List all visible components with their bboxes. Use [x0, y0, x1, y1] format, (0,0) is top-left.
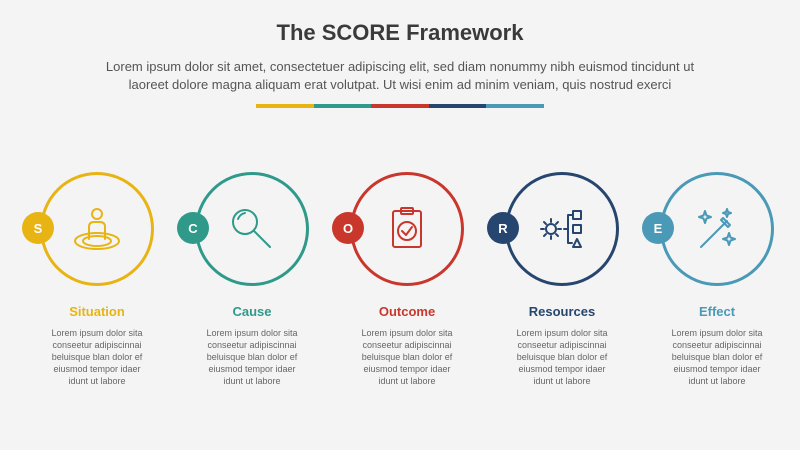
step-letter-badge: C	[177, 212, 209, 244]
step-description: Lorem ipsum dolor sita conseetur adipisc…	[347, 327, 467, 387]
step-description: Lorem ipsum dolor sita conseetur adipisc…	[502, 327, 622, 387]
step-letter-badge: S	[22, 212, 54, 244]
description-line: eiusmod tempor idaer	[208, 364, 296, 374]
step-letter-badge: R	[487, 212, 519, 244]
intro-text: Lorem ipsum dolor sit amet, consectetuer…	[40, 58, 760, 94]
description-line: Lorem ipsum dolor sita	[671, 328, 763, 338]
step-title: Situation	[69, 304, 125, 319]
description-line: eiusmod tempor idaer	[518, 364, 606, 374]
description-line: Lorem ipsum dolor sita	[51, 328, 143, 338]
title-underline	[256, 104, 544, 108]
description-line: Lorem ipsum dolor sita	[361, 328, 453, 338]
description-line: beluisque blan dolor ef	[516, 352, 608, 362]
step-title: Effect	[698, 304, 736, 319]
magnifier-icon	[226, 203, 278, 255]
underline-segment	[313, 104, 372, 108]
description-line: idunt ut labore	[68, 376, 126, 386]
description-line: conseetur adipiscinnai	[672, 340, 762, 350]
description-line: beluisque blan dolor ef	[361, 352, 453, 362]
description-line: idunt ut labore	[533, 376, 591, 386]
description-line: beluisque blan dolor ef	[206, 352, 298, 362]
step-description: Lorem ipsum dolor sita conseetur adipisc…	[657, 327, 777, 387]
step-description: Lorem ipsum dolor sita conseetur adipisc…	[192, 327, 312, 387]
description-line: Lorem ipsum dolor sita	[516, 328, 608, 338]
person-on-target-icon	[71, 203, 123, 255]
step-title: Resources	[528, 304, 596, 319]
description-line: eiusmod tempor idaer	[53, 364, 141, 374]
description-line: conseetur adipiscinnai	[517, 340, 607, 350]
step-letter-badge: E	[642, 212, 674, 244]
step-title: Outcome	[378, 304, 436, 319]
description-line: eiusmod tempor idaer	[363, 364, 451, 374]
description-line: idunt ut labore	[223, 376, 281, 386]
description-line: conseetur adipiscinnai	[52, 340, 142, 350]
description-line: idunt ut labore	[688, 376, 746, 386]
magic-wand-icon	[691, 203, 743, 255]
page-title: The SCORE Framework	[276, 20, 524, 45]
description-line: idunt ut labore	[378, 376, 436, 386]
description-line: Lorem ipsum dolor sita	[206, 328, 298, 338]
step-letter-badge: O	[332, 212, 364, 244]
underline-segment	[371, 104, 429, 108]
step-description: Lorem ipsum dolor sita conseetur adipisc…	[37, 327, 157, 387]
description-line: beluisque blan dolor ef	[51, 352, 143, 362]
intro-line: laoreet dolore magna aliquam erat volutp…	[128, 77, 672, 92]
description-line: conseetur adipiscinnai	[362, 340, 452, 350]
gear-hierarchy-icon	[536, 203, 588, 255]
description-line: conseetur adipiscinnai	[207, 340, 297, 350]
underline-segment	[256, 104, 314, 108]
underline-segment	[486, 104, 544, 108]
intro-line: Lorem ipsum dolor sit amet, consectetuer…	[105, 59, 695, 74]
step-title: Cause	[232, 304, 272, 319]
underline-segment	[428, 104, 487, 108]
description-line: beluisque blan dolor ef	[671, 352, 763, 362]
clipboard-check-icon	[381, 203, 433, 255]
description-line: eiusmod tempor idaer	[673, 364, 761, 374]
